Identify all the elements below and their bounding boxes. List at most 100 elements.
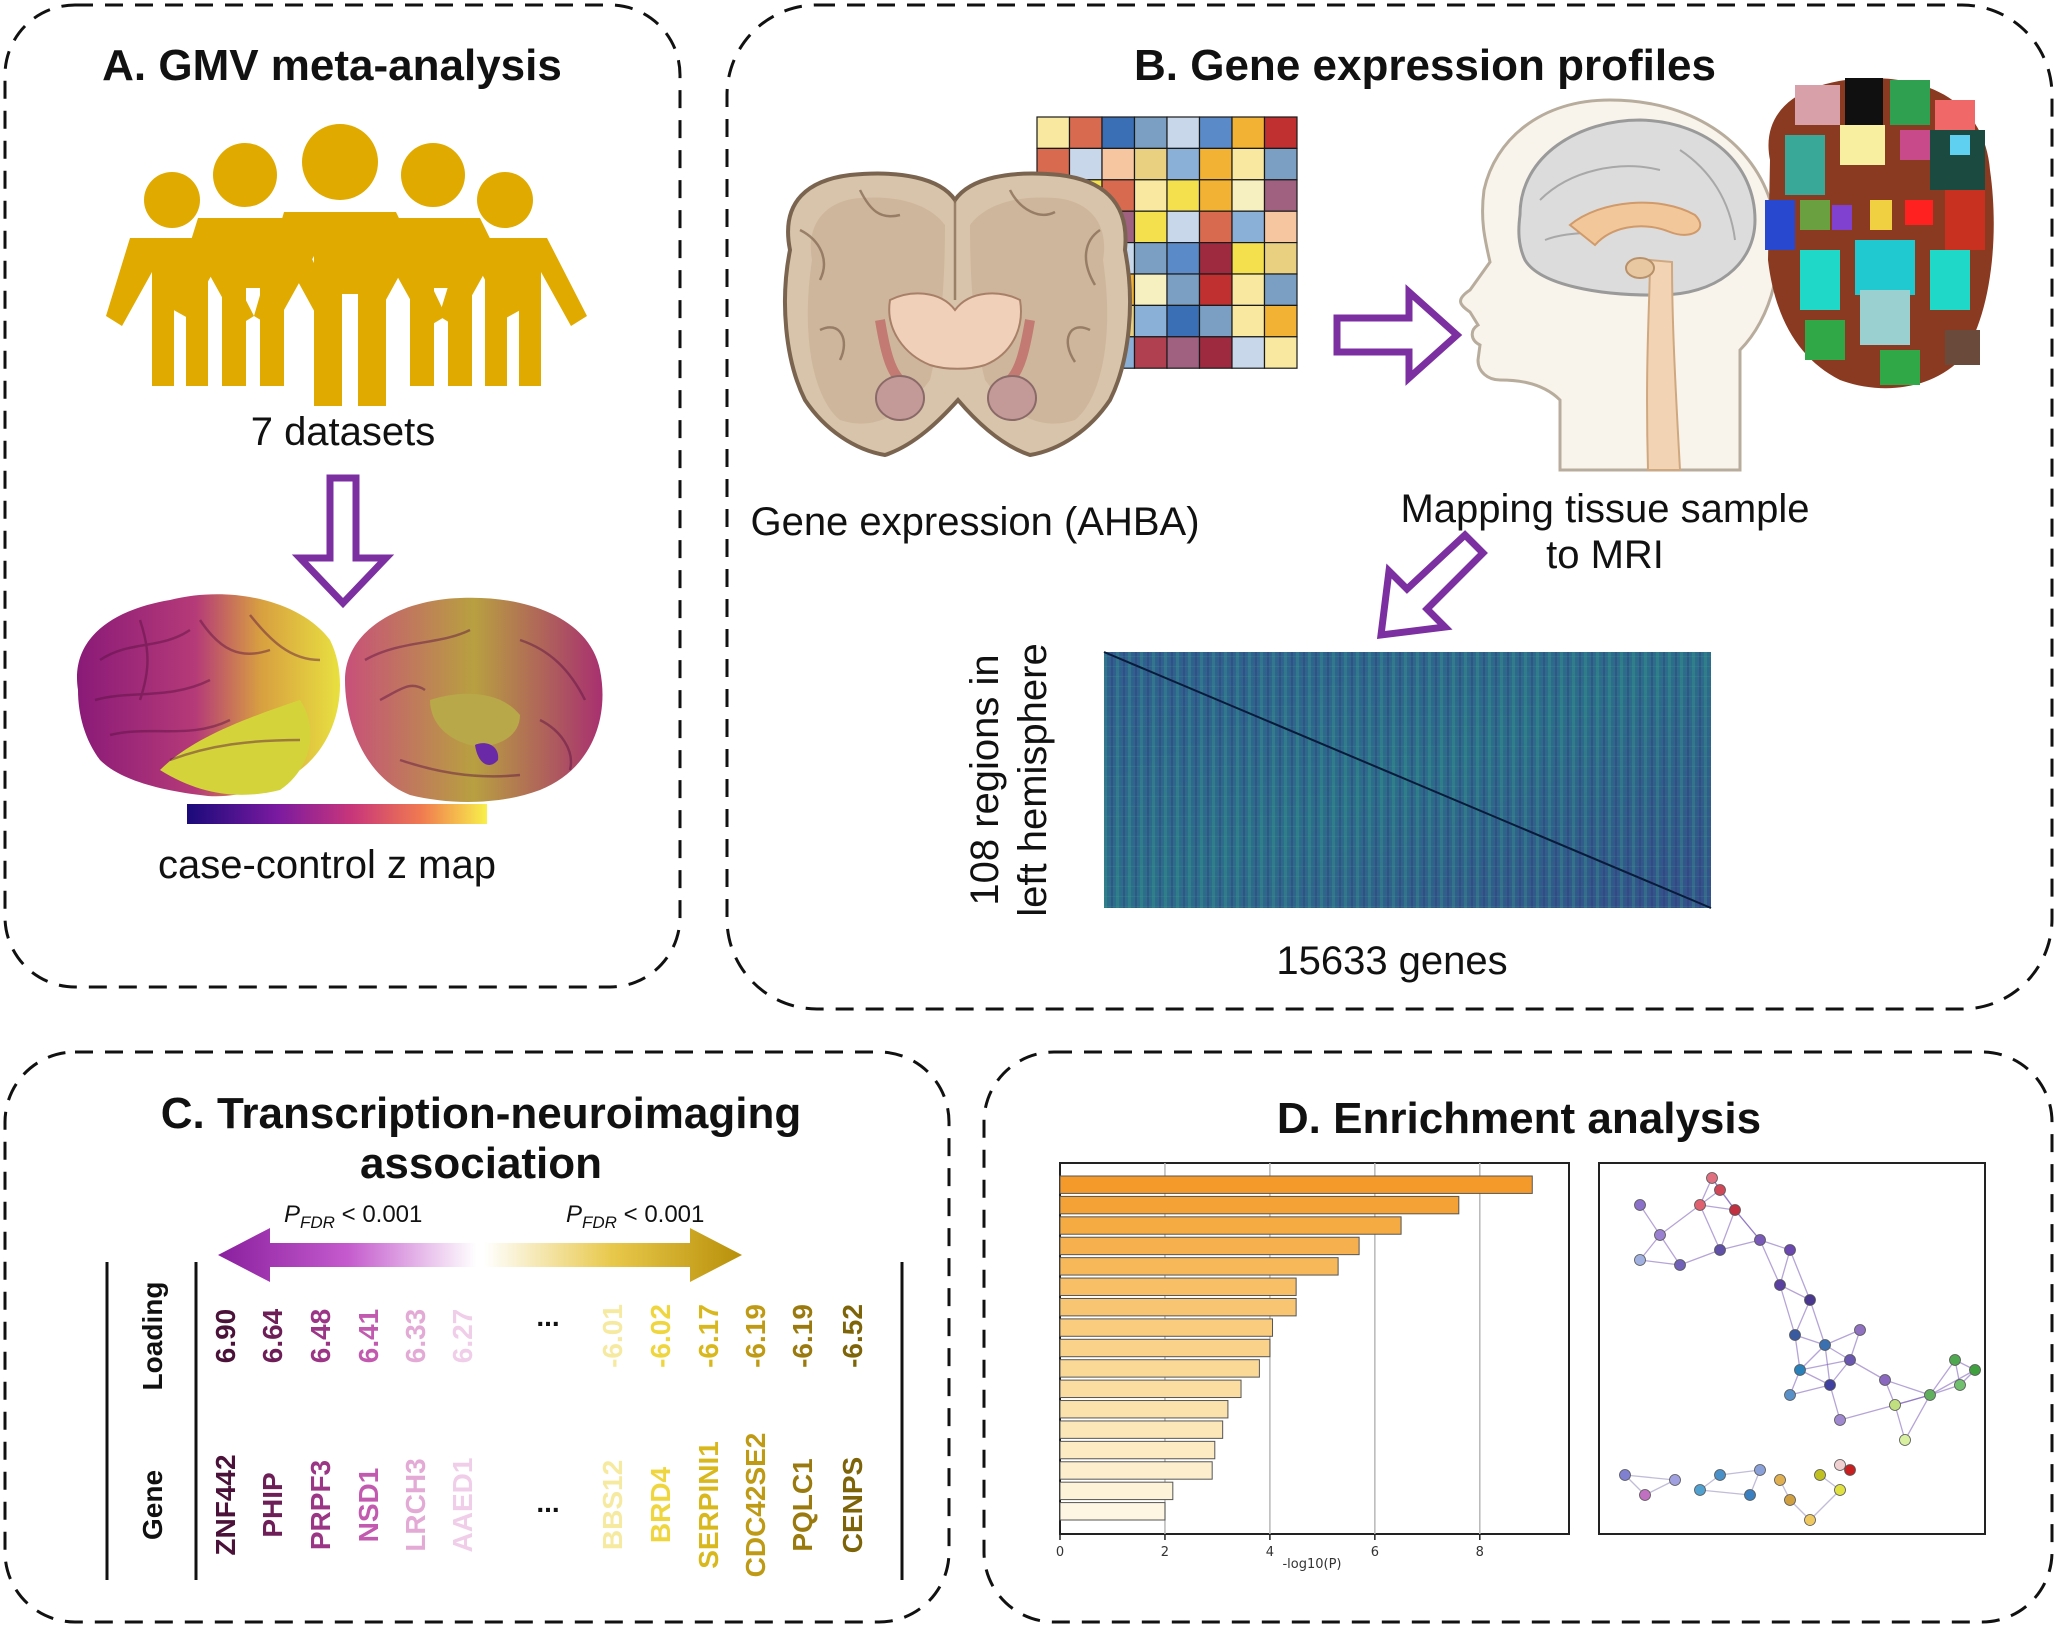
grid-cell bbox=[1198, 242, 1233, 275]
network-edge bbox=[1719, 1239, 1761, 1251]
network-node bbox=[1714, 1184, 1726, 1196]
network-node bbox=[1694, 1484, 1706, 1496]
network-node bbox=[1804, 1514, 1816, 1526]
network-edge bbox=[1824, 1329, 1861, 1346]
network-edge bbox=[1624, 1474, 1676, 1481]
grid-cell bbox=[1133, 147, 1168, 181]
brain-lateral-render bbox=[76, 594, 340, 797]
head-mri-illustration bbox=[1459, 98, 1780, 472]
grid-cell bbox=[1166, 179, 1201, 212]
loading-value: -6.19 bbox=[787, 1304, 818, 1368]
atlas-region bbox=[1930, 250, 1970, 310]
atlas-region bbox=[1890, 80, 1930, 125]
grid-cell bbox=[1198, 116, 1233, 149]
network-node bbox=[1784, 1389, 1796, 1401]
network-edge bbox=[1659, 1204, 1701, 1236]
grid-cell bbox=[1263, 273, 1298, 306]
gene-name: PHIP bbox=[257, 1472, 288, 1537]
enrichment-network bbox=[1598, 1162, 1986, 1535]
grid-cell bbox=[1198, 147, 1233, 181]
loading-value: 6.41 bbox=[353, 1309, 384, 1364]
loading-value: -6.02 bbox=[645, 1304, 676, 1368]
network-edge bbox=[1799, 1359, 1851, 1371]
network-node bbox=[1784, 1244, 1796, 1256]
brain-atlas-parcellation bbox=[1765, 78, 1994, 389]
network-node bbox=[1834, 1459, 1846, 1471]
grid-cell bbox=[1166, 210, 1201, 244]
loading-value: -6.17 bbox=[693, 1304, 724, 1368]
grid-cell bbox=[1198, 336, 1233, 369]
network-edge bbox=[1679, 1249, 1721, 1266]
enrichment-bar bbox=[1059, 1338, 1271, 1358]
loading-value: 6.64 bbox=[257, 1308, 288, 1363]
network-node bbox=[1834, 1414, 1846, 1426]
network-edge bbox=[1789, 1384, 1831, 1396]
right-gradient-arrow-icon bbox=[484, 1228, 742, 1282]
grid-cell bbox=[1133, 242, 1168, 275]
gene-name: BBS12 bbox=[597, 1460, 628, 1550]
panel-c-title-line2: association bbox=[360, 1139, 602, 1188]
loading-value: 6.33 bbox=[400, 1309, 431, 1364]
mapping-label-line1: Mapping tissue sample bbox=[1400, 487, 1809, 531]
grid-cell bbox=[1166, 147, 1201, 181]
enrichment-bar bbox=[1059, 1359, 1260, 1378]
loading-value: -6.01 bbox=[597, 1304, 628, 1368]
network-node bbox=[1634, 1199, 1646, 1211]
enrichment-bar bbox=[1059, 1195, 1460, 1215]
network-node bbox=[1949, 1354, 1961, 1366]
matrix-xlabel: 15633 genes bbox=[1276, 939, 1507, 983]
enrichment-bar bbox=[1059, 1297, 1297, 1317]
grid-cell bbox=[1198, 273, 1233, 306]
grid-cell bbox=[1166, 336, 1201, 369]
grid-cell bbox=[1198, 210, 1233, 244]
matrix-ylabel-line1: 108 regions in bbox=[963, 654, 1007, 905]
atlas-region bbox=[1800, 200, 1830, 230]
row-label-loading: Loading bbox=[137, 1282, 168, 1391]
grid-cell bbox=[1133, 179, 1168, 212]
network-node bbox=[1754, 1234, 1766, 1246]
gene-name: BRD4 bbox=[645, 1466, 676, 1543]
network-node bbox=[1706, 1172, 1718, 1184]
network-edge bbox=[1839, 1404, 1896, 1421]
enrichment-bar bbox=[1059, 1257, 1339, 1276]
gene-name: SERPINI1 bbox=[693, 1441, 724, 1569]
network-node bbox=[1729, 1204, 1741, 1216]
x-tick-label: 4 bbox=[1266, 1545, 1274, 1560]
network-edge bbox=[1929, 1369, 1976, 1396]
network-edge bbox=[1894, 1404, 1906, 1441]
network-edge bbox=[1794, 1299, 1811, 1336]
gene-name: PRPF3 bbox=[305, 1460, 336, 1550]
network-node bbox=[1789, 1329, 1801, 1341]
x-tick-label: 0 bbox=[1056, 1545, 1064, 1560]
network-edge bbox=[1894, 1394, 1931, 1406]
x-tick-label: 8 bbox=[1476, 1545, 1484, 1560]
panel-b-frame bbox=[725, 3, 2054, 1011]
gene-expression-matrix bbox=[1103, 651, 1712, 909]
gene-ellipsis: ... bbox=[536, 1487, 559, 1518]
enrichment-bar bbox=[1059, 1440, 1216, 1460]
enrichment-bar bbox=[1059, 1502, 1166, 1521]
network-edge bbox=[1929, 1359, 1956, 1396]
grid-cell bbox=[1166, 242, 1201, 275]
network-edge bbox=[1734, 1209, 1761, 1241]
atlas-region bbox=[1880, 350, 1920, 385]
network-node bbox=[1924, 1389, 1936, 1401]
network-node bbox=[1774, 1474, 1786, 1486]
grid-cell bbox=[1198, 304, 1233, 338]
gene-name: AAED1 bbox=[447, 1458, 478, 1553]
network-node bbox=[1794, 1364, 1806, 1376]
atlas-region bbox=[1905, 200, 1933, 225]
network-edge bbox=[1699, 1204, 1721, 1251]
grid-cell bbox=[1166, 116, 1201, 149]
network-edge bbox=[1639, 1259, 1681, 1266]
brain-medial-render bbox=[345, 597, 603, 802]
atlas-region bbox=[1900, 130, 1930, 160]
grid-cell bbox=[1231, 147, 1266, 181]
mapping-label-line2: to MRI bbox=[1546, 533, 1664, 577]
atlas-region bbox=[1832, 205, 1852, 230]
grid-cell bbox=[1133, 273, 1168, 306]
grid-cell bbox=[1231, 336, 1266, 369]
panel-c-title-line1: C. Transcription-neuroimaging bbox=[161, 1089, 802, 1138]
network-node bbox=[1834, 1484, 1846, 1496]
